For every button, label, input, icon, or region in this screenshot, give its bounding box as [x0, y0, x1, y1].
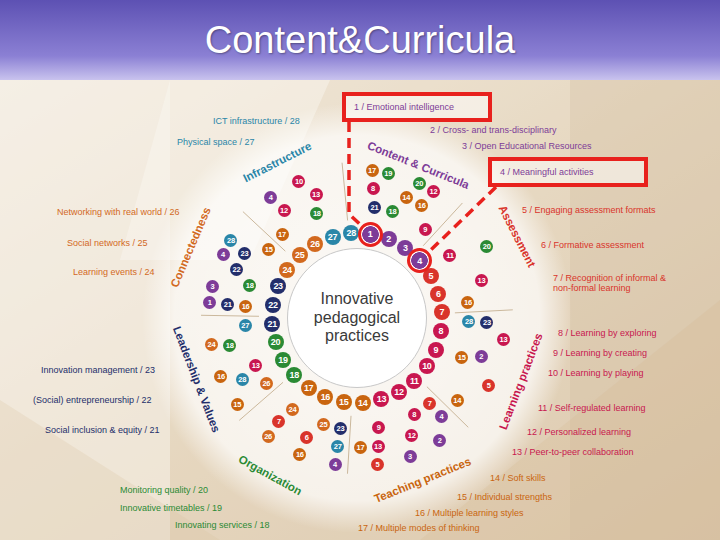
- callout-number: 14: [400, 191, 413, 204]
- callout-number: 20: [268, 334, 284, 350]
- callout-number: 26: [262, 430, 275, 443]
- callout-number: 23: [238, 247, 251, 260]
- practice-label: 16 / Multiple learning styles: [415, 508, 524, 518]
- callout-number: 12: [427, 185, 440, 198]
- practice-label: Social networks / 25: [67, 238, 148, 248]
- callout-number: 2: [381, 231, 397, 247]
- callout-number: 13: [372, 440, 385, 453]
- practice-label: 11 / Self-regulated learning: [538, 403, 645, 413]
- sector-divider: [342, 163, 348, 221]
- callout-number: 8: [408, 408, 421, 421]
- node-text: 1 / Emotional intelligence: [354, 102, 454, 112]
- title-bar: [0, 0, 720, 80]
- callout-number: 25: [292, 247, 308, 263]
- callout-number: 24: [279, 262, 295, 278]
- callout-number: 7: [434, 304, 450, 320]
- practice-label: 5 / Engaging assessment formats: [522, 205, 656, 215]
- practice-label: Learning events / 24: [73, 267, 155, 277]
- practice-label: 14 / Soft skills: [490, 473, 546, 483]
- callout-number: 2: [475, 350, 488, 363]
- callout-number: 11: [406, 373, 422, 389]
- photo-veil: [0, 80, 720, 540]
- callout-number: 3: [404, 450, 417, 463]
- practice-label: 3 / Open Educational Resources: [462, 141, 592, 151]
- callout-number: 4: [329, 458, 342, 471]
- callout-number: 8: [367, 182, 380, 195]
- practice-label: Innovating services / 18: [175, 520, 270, 530]
- highlight-ring: 1: [358, 222, 383, 247]
- callout-number: 27: [325, 229, 341, 245]
- callout-number: 16: [239, 300, 252, 313]
- callout-number: 27: [239, 319, 252, 332]
- sector-divider: [347, 416, 351, 474]
- practice-label: Monitoring quality / 20: [120, 485, 208, 495]
- node-text: 4: [417, 256, 422, 266]
- callout-number: 22: [265, 297, 281, 313]
- callout-number: 19: [382, 167, 395, 180]
- callout-number: 6: [430, 286, 446, 302]
- callout-number: 15: [262, 243, 275, 256]
- dashed-connector: [349, 122, 361, 225]
- callout-number: 14: [355, 395, 371, 411]
- callout-number: 3: [206, 280, 219, 293]
- practice-label: Networking with real world / 26: [57, 207, 180, 217]
- slide-title: Content&Curricula: [0, 0, 720, 80]
- callout-number: 9: [428, 342, 444, 358]
- sector-dividers: [201, 163, 513, 474]
- practice-label: 7 / Recognition of informal & non-formal…: [553, 273, 681, 294]
- practice-label: 8 / Learning by exploring: [558, 328, 657, 338]
- practice-label: Social inclusion & equity / 21: [45, 425, 160, 435]
- central-circle: Innovative pedagogical practices: [287, 248, 427, 388]
- sector-divider: [455, 310, 513, 313]
- practice-label: 9 / Learning by creating: [553, 348, 647, 358]
- callout-number: 20: [413, 177, 426, 190]
- node-text: 1: [368, 229, 373, 239]
- callout-number: 22: [230, 263, 243, 276]
- callout-number: 7: [423, 397, 436, 410]
- photo-ground: [0, 80, 720, 540]
- callout-number: 5: [482, 379, 495, 392]
- callout-number: 17: [276, 228, 289, 241]
- highlight-frame: 4 / Meaningful activities: [488, 157, 648, 187]
- practice-label: ICT infrastructure / 28: [213, 116, 300, 126]
- practice-label: 17 / Multiple modes of thinking: [358, 523, 480, 533]
- callout-number: 21: [264, 316, 280, 332]
- callout-number: 26: [307, 236, 323, 252]
- callout-number: 13: [497, 333, 510, 346]
- callout-number: 12: [278, 204, 291, 217]
- callout-number: 12: [391, 384, 407, 400]
- node-text: 4 / Meaningful activities: [500, 167, 594, 177]
- practice-label: 13 / Peer-to-peer collaboration: [512, 447, 634, 457]
- callout-number: 28: [236, 373, 249, 386]
- sector-divider: [201, 315, 259, 316]
- practice-label: 6 / Formative assessment: [541, 240, 644, 250]
- practice-label: 2 / Cross- and trans-disciplinary: [430, 125, 557, 135]
- callout-number: 19: [275, 352, 291, 368]
- highlight-frame: 1 / Emotional intelligence: [342, 92, 492, 122]
- practice-label: Physical space / 27: [177, 137, 255, 147]
- callout-number: 17: [301, 380, 317, 396]
- node-text: Innovative pedagogical practices: [305, 290, 409, 345]
- callout-number: 15: [336, 394, 352, 410]
- callout-number: 18: [223, 339, 236, 352]
- callout-number: 14: [451, 394, 464, 407]
- callout-number: 9: [419, 223, 432, 236]
- practice-label: Innovative timetables / 19: [120, 503, 222, 513]
- practice-label: 15 / Individual strengths: [457, 492, 552, 502]
- practice-label: (Social) entrepreneurship / 22: [33, 395, 152, 405]
- practice-label: Innovation management / 23: [41, 365, 155, 375]
- callout-number: 21: [368, 201, 381, 214]
- callout-number: 13: [310, 188, 323, 201]
- practice-label: 12 / Personalized learning: [527, 427, 631, 437]
- practice-label: 10 / Learning by playing: [548, 368, 644, 378]
- callout-number: 17: [366, 164, 379, 177]
